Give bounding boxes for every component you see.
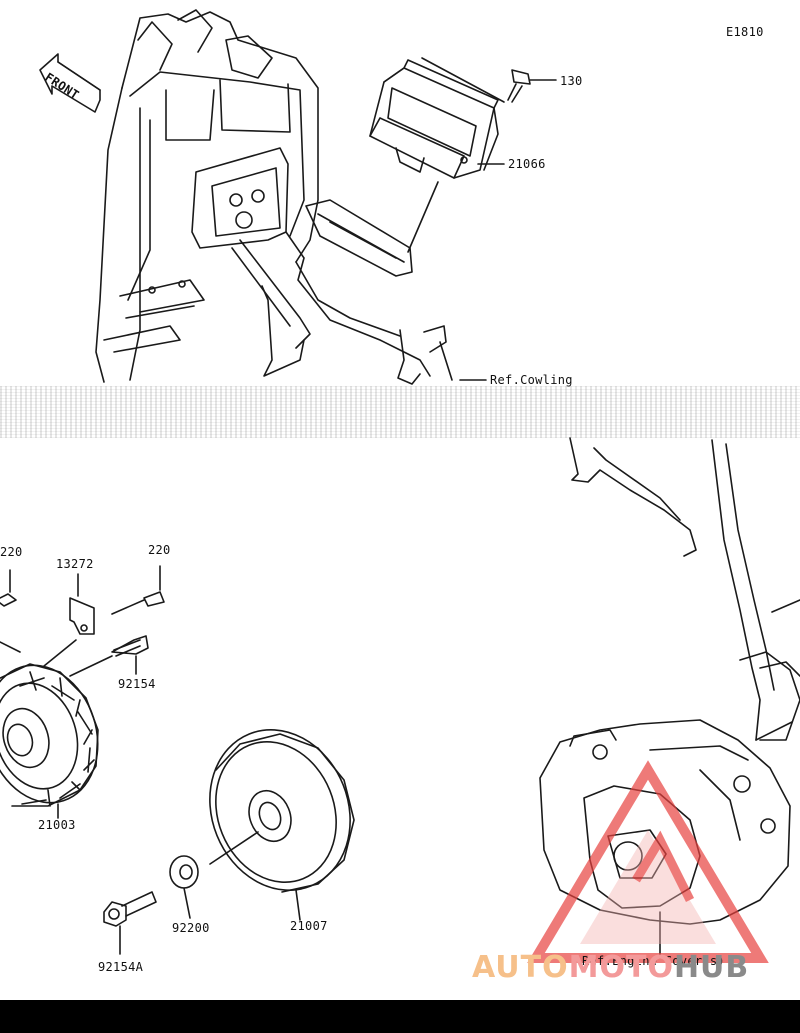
part-label-21003: 21003 <box>38 818 76 832</box>
washer-drawing <box>169 855 199 919</box>
part-label-92154A: 92154A <box>98 960 144 974</box>
ecu-unit-drawing <box>369 57 505 253</box>
part-label-21007: 21007 <box>290 919 328 933</box>
frame-right-drawing <box>569 437 800 741</box>
engine-cover-drawing <box>539 719 793 959</box>
part-label-220-right: 220 <box>148 543 171 557</box>
part-label-92200: 92200 <box>172 921 210 935</box>
clamp-13272-drawing <box>43 573 95 667</box>
part-label-13272: 13272 <box>56 557 94 571</box>
bolt-92154-drawing <box>69 635 149 677</box>
watermark-part-2: MOTO <box>568 950 674 985</box>
diagram-code: E1810 <box>726 25 764 39</box>
bolt-220-drawing <box>111 565 165 615</box>
bolt-130-drawing <box>507 69 557 103</box>
watermark-logo-icon <box>527 760 769 963</box>
subframe-drawing <box>95 9 453 385</box>
scan-noise-band <box>0 386 800 438</box>
stator-drawing <box>0 569 99 819</box>
part-label-21066: 21066 <box>508 157 546 171</box>
front-arrow-icon <box>39 53 101 113</box>
ref-cowling-label: Ref.Cowling <box>490 373 573 387</box>
part-label-92154: 92154 <box>118 677 156 691</box>
bolt-92154A-drawing <box>103 891 157 955</box>
watermark-part-1: AUTO <box>472 950 569 985</box>
ref-engine-cover-label: Ref.Engine Cover(s) <box>582 954 725 968</box>
watermark-part-3: HUB <box>673 950 750 985</box>
part-label-220-left: 220 <box>0 545 23 559</box>
part-label-130: 130 <box>560 74 583 88</box>
flywheel-drawing <box>209 729 355 921</box>
watermark-text: AUTOMOTOHUB <box>472 950 749 985</box>
bottom-black-bar <box>0 1000 800 1033</box>
